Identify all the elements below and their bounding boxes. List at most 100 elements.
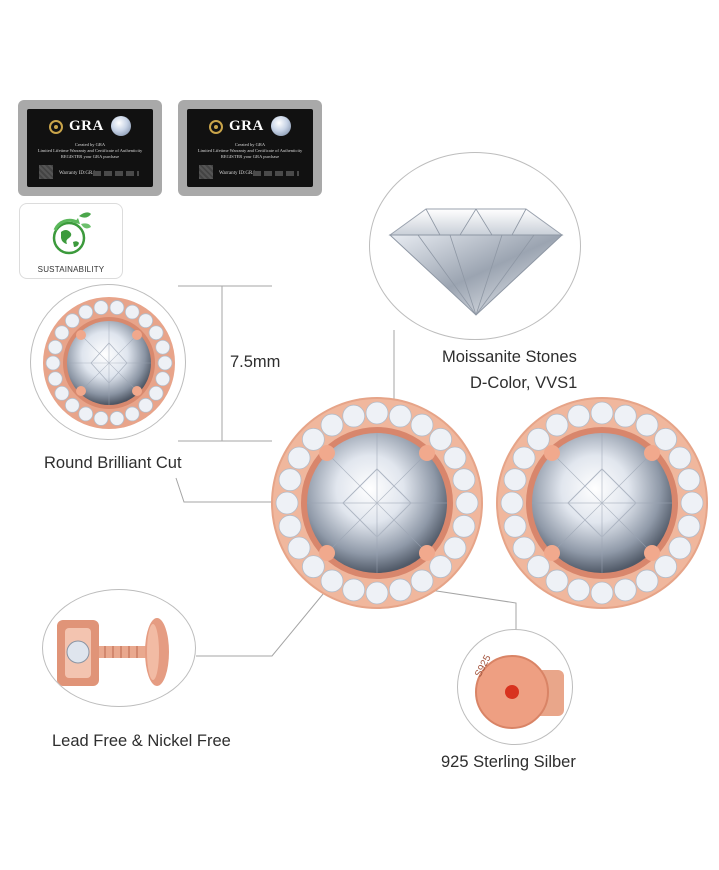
halo-accent-stone bbox=[155, 339, 171, 355]
halo-accent-stone bbox=[388, 404, 412, 428]
moissanite-stone bbox=[388, 208, 564, 316]
halo-accent-stone bbox=[148, 325, 164, 341]
halo-accent-stone bbox=[78, 304, 94, 320]
halo-accent-stone bbox=[429, 427, 453, 451]
halo-accent-stone bbox=[635, 413, 659, 437]
halo-accent-stone bbox=[342, 404, 366, 428]
halo-accent-stone bbox=[503, 468, 527, 492]
halo-accent-stone bbox=[278, 514, 302, 538]
halo-accent-stone bbox=[64, 313, 80, 329]
halo-accent-stone bbox=[452, 514, 476, 538]
halo-accent-stone bbox=[155, 371, 171, 387]
halo-accent-stone bbox=[138, 397, 154, 413]
moissanite-zoom-circle bbox=[369, 152, 581, 340]
halo-accent-stone bbox=[503, 514, 527, 538]
cut-label: Round Brilliant Cut bbox=[44, 454, 182, 472]
certificate-line: Created by GRA bbox=[74, 142, 106, 147]
halo-accent-stone bbox=[301, 555, 325, 579]
certificate-brand: GRA bbox=[69, 118, 104, 134]
halo-accent-stone bbox=[654, 427, 678, 451]
sustainability-label: SUSTAINABILITY bbox=[37, 265, 105, 274]
halo-accent-stone bbox=[677, 514, 701, 538]
certificate-line: REGISTER your GRA purchase bbox=[60, 154, 120, 159]
halo-earring-closeup bbox=[43, 297, 175, 429]
halo-accent-stone bbox=[124, 406, 140, 422]
halo-accent-stone bbox=[590, 401, 614, 425]
halo-accent-stone bbox=[47, 371, 63, 387]
halo-accent-stone bbox=[109, 300, 125, 315]
halo-accent-stone bbox=[157, 355, 173, 371]
halo-accent-stone bbox=[365, 581, 389, 605]
lead-nickel-free-label: Lead Free & Nickel Free bbox=[52, 732, 231, 750]
halo-accent-stone bbox=[590, 581, 614, 605]
halo-accent-stone bbox=[275, 491, 299, 515]
sterling-silver-label: 925 Sterling Silber bbox=[441, 753, 576, 771]
halo-accent-stone bbox=[410, 569, 434, 593]
halo-accent-stone bbox=[680, 491, 704, 515]
halo-accent-stone bbox=[545, 569, 569, 593]
diamond-icon bbox=[271, 116, 291, 136]
earring-pair bbox=[271, 397, 708, 609]
stones-label-line1: Moissanite Stones bbox=[442, 348, 577, 366]
halo-accent-stone bbox=[138, 313, 154, 329]
halo-accent-stone bbox=[93, 411, 109, 426]
earring-back-stamp bbox=[475, 655, 564, 729]
halo-accent-stone bbox=[148, 385, 164, 401]
certificate-line: REGISTER your GRA purchase bbox=[220, 154, 280, 159]
halo-accent-stone bbox=[109, 411, 125, 426]
screw-back-zoom-circle bbox=[42, 589, 196, 707]
gra-seal-icon bbox=[209, 120, 223, 134]
halo-accent-stone bbox=[342, 578, 366, 602]
halo-accent-stone bbox=[668, 446, 692, 470]
halo-accent-stone bbox=[64, 397, 80, 413]
halo-accent-stone bbox=[78, 406, 94, 422]
halo-accent-stone bbox=[287, 536, 311, 560]
halo-accent-stone bbox=[301, 427, 325, 451]
certificate-line: Limited Lifetime Warranty and Certificat… bbox=[197, 148, 303, 153]
halo-accent-stone bbox=[677, 468, 701, 492]
certificate-redacted-number bbox=[253, 171, 299, 176]
halo-accent-stone bbox=[429, 555, 453, 579]
certificate-brand: GRA bbox=[229, 118, 264, 134]
certificate-line: Limited Lifetime Warranty and Certificat… bbox=[37, 148, 143, 153]
recycle-globe-icon bbox=[52, 212, 91, 255]
halo-accent-stone bbox=[567, 404, 591, 428]
halo-accent-stone bbox=[654, 555, 678, 579]
halo-accent-stone bbox=[47, 339, 63, 355]
gra-certificate-card-1: GRA Created by GRA Limited Lifetime Warr… bbox=[18, 100, 162, 196]
earring-right bbox=[496, 397, 708, 609]
halo-accent-stone bbox=[54, 325, 70, 341]
certificate-line: Created by GRA bbox=[234, 142, 266, 147]
halo-accent-stone bbox=[455, 491, 479, 515]
halo-accent-stone bbox=[287, 446, 311, 470]
screw-back-closeup bbox=[57, 618, 169, 686]
halo-accent-stone bbox=[613, 578, 637, 602]
diamond-icon bbox=[111, 116, 131, 136]
halo-accent-stone bbox=[278, 468, 302, 492]
gra-certificate-card-2: GRA Created by GRA Limited Lifetime Warr… bbox=[178, 100, 322, 196]
halo-accent-stone bbox=[443, 536, 467, 560]
certificate-thumbnail bbox=[199, 165, 213, 179]
halo-accent-stone bbox=[365, 401, 389, 425]
halo-accent-stone bbox=[613, 404, 637, 428]
sustainability-badge: SUSTAINABILITY bbox=[19, 203, 123, 279]
halo-accent-stone bbox=[526, 427, 550, 451]
halo-accent-stone bbox=[635, 569, 659, 593]
halo-accent-stone bbox=[320, 569, 344, 593]
earring-left bbox=[271, 397, 483, 609]
certificate-warranty-id: Warranty ID:GRA bbox=[219, 171, 256, 176]
halo-accent-stone bbox=[567, 578, 591, 602]
halo-accent-stone bbox=[500, 491, 524, 515]
halo-zoom-circle bbox=[30, 284, 186, 440]
halo-accent-stone bbox=[668, 536, 692, 560]
halo-accent-stone bbox=[45, 355, 61, 371]
halo-accent-stone bbox=[443, 446, 467, 470]
halo-accent-stone bbox=[54, 385, 70, 401]
certificate-redacted-number bbox=[93, 171, 139, 176]
gra-seal-icon bbox=[49, 120, 63, 134]
halo-accent-stone bbox=[320, 413, 344, 437]
size-label: 7.5mm bbox=[230, 353, 281, 371]
halo-accent-stone bbox=[526, 555, 550, 579]
